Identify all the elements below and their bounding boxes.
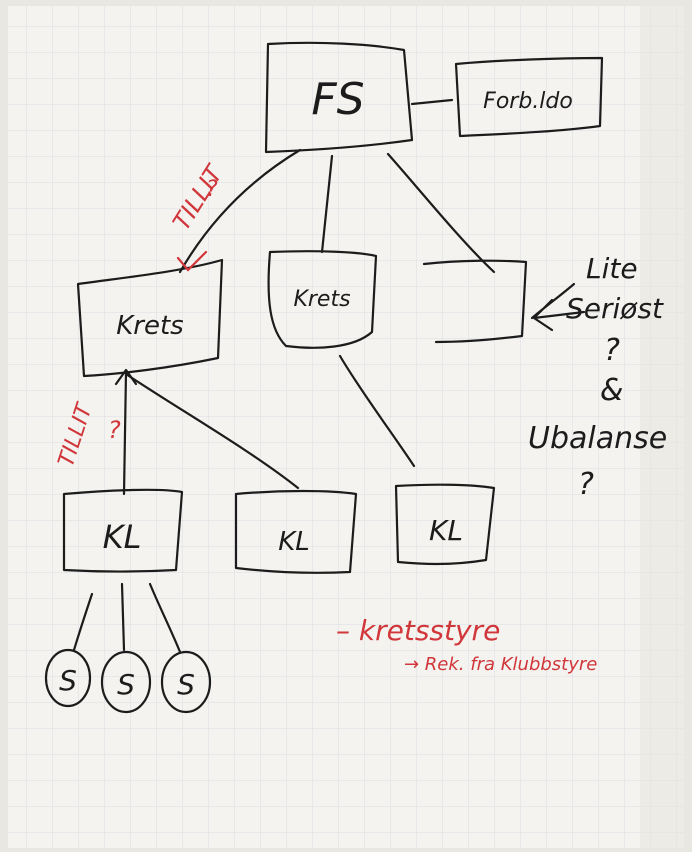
klubb-left-label: KL — [103, 518, 142, 556]
lite-text: Lite — [586, 252, 638, 285]
krets-right-box — [422, 259, 528, 344]
red-check-mark — [176, 250, 208, 272]
rekruttering-note: → Rek. fra Klubbstyre — [404, 654, 597, 675]
klubb-mid-box — [234, 489, 358, 574]
klubb-left-box — [62, 488, 184, 573]
serioest-text: Seriøst — [566, 292, 664, 325]
forbund-box — [454, 56, 604, 138]
member-label-1: S — [59, 664, 77, 697]
arrow-to-krets-right — [530, 282, 586, 332]
arrow-up-head — [114, 368, 138, 386]
klubb-mid-label: KL — [278, 527, 310, 557]
klubb-right-box — [394, 483, 496, 566]
member-label-2: S — [117, 668, 135, 701]
fs-label: FS — [311, 74, 364, 125]
ubalanse-text: Ubalanse — [528, 421, 667, 456]
lite-question: ? — [604, 333, 620, 368]
klubb-right-label: KL — [429, 514, 463, 547]
krets-mid-box — [267, 250, 378, 349]
kretsstyre-note: – kretsstyre — [336, 614, 500, 647]
krets-left-label: Krets — [116, 311, 183, 341]
tillit-top-question: ? — [206, 177, 218, 202]
and-sign: & — [600, 373, 623, 408]
fs-box — [264, 41, 414, 154]
member-circle-1 — [44, 648, 92, 708]
tillit-left-question: ? — [108, 416, 121, 444]
connector-lines — [72, 98, 496, 654]
ubalanse-question: ? — [578, 467, 594, 502]
member-circle-2 — [100, 650, 152, 714]
krets-mid-label: Krets — [293, 287, 350, 312]
member-label-3: S — [177, 668, 195, 701]
member-circle-3 — [160, 650, 212, 714]
krets-left-box — [76, 258, 224, 378]
forbund-label: Forb.ldo — [483, 89, 573, 114]
